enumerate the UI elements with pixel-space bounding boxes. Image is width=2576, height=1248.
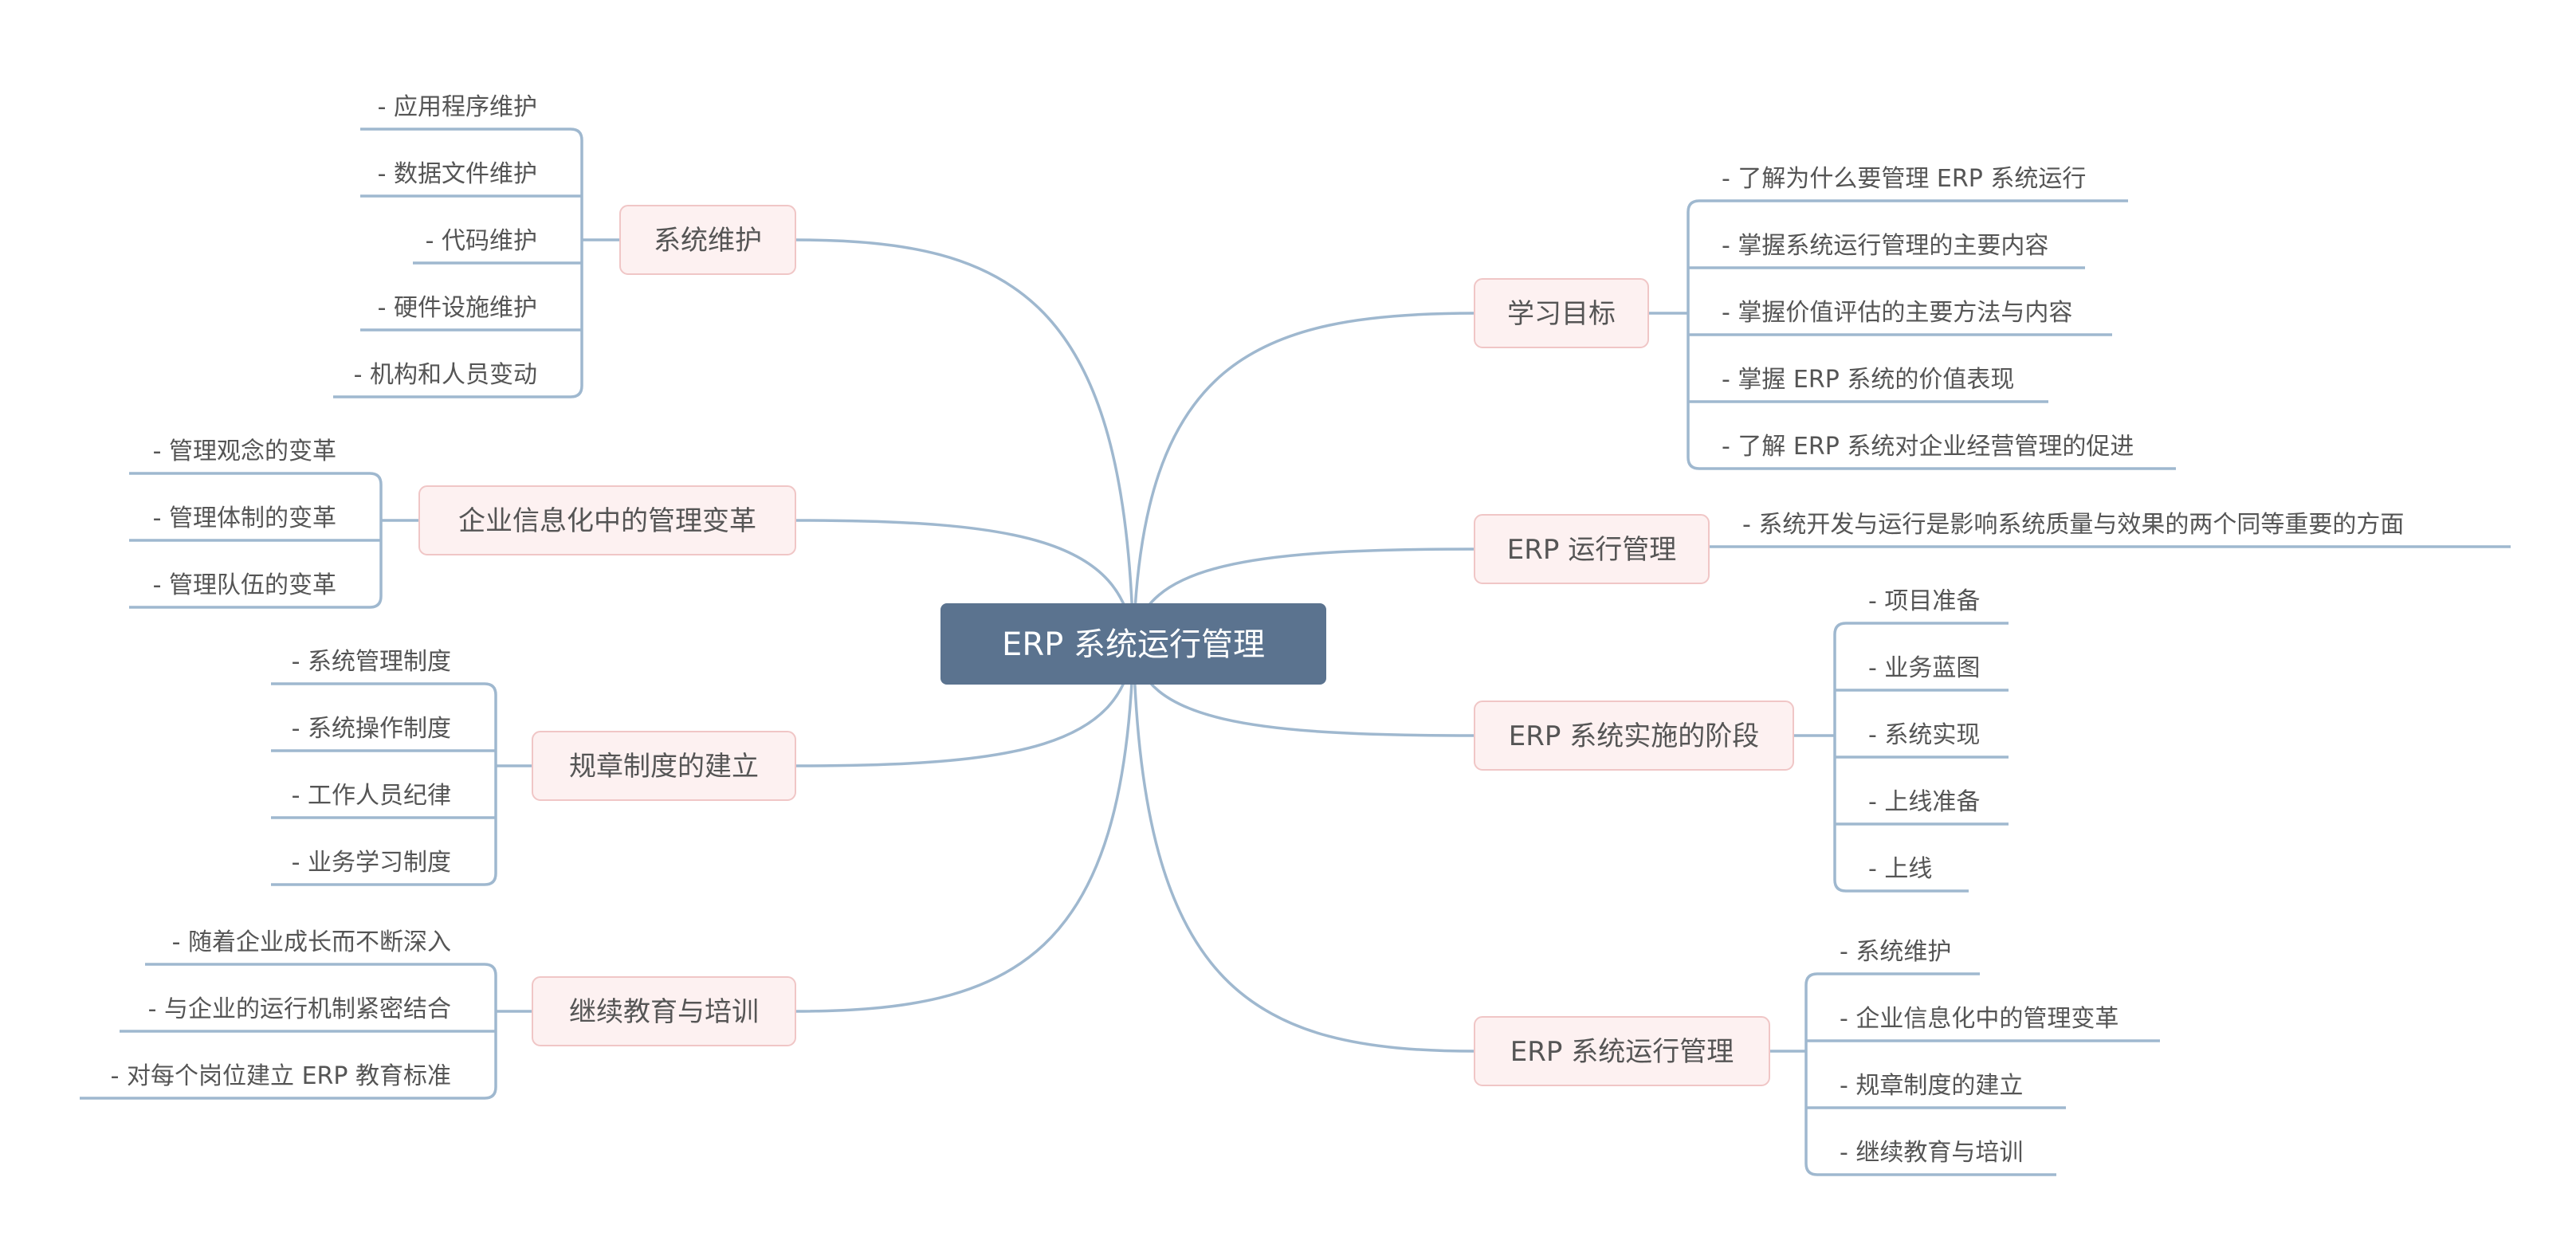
leaf-label: - 管理队伍的变革 [153,571,336,599]
branch-box [619,205,796,275]
leaf-spine [484,682,497,886]
branch-node[interactable]: 继续教育与培训 [532,976,796,1046]
branch-node[interactable]: ERP 运行管理 [1474,514,1710,584]
branch-label: 规章制度的建立 [569,751,759,783]
leaf-label: - 掌握价值评估的主要方法与内容 [1722,299,2072,327]
branch-connector [795,238,1135,645]
branch-connector [1132,312,1475,645]
leaf-label: - 对每个岗位建立 ERP 教育标准 [111,1062,451,1090]
branch-box [1474,278,1649,348]
leaf-label: - 硬件设施维护 [378,294,537,322]
branch-node[interactable]: ERP 系统实施的阶段 [1474,701,1794,771]
leaf-label: - 业务蓝图 [1868,654,1980,682]
branch-box [1474,1016,1770,1086]
root-title: ERP 系统运行管理 [1002,626,1265,663]
branch-box [1474,701,1794,771]
leaf-label: - 代码维护 [426,227,537,255]
leaf-spine [1804,972,1818,1176]
leaf-label: - 数据文件维护 [378,160,537,188]
leaf-label: - 掌握 ERP 系统的价值表现 [1722,366,2014,394]
branch-box [532,976,796,1046]
branch-box [418,485,796,555]
branch-label: 系统维护 [654,225,762,257]
leaf-label: - 上线准备 [1868,788,1980,816]
leaf-label: - 项目准备 [1868,587,1980,615]
branch-connector [1132,643,1475,1053]
leaf-label: - 系统操作制度 [292,715,451,743]
leaf-label: - 规章制度的建立 [1840,1072,2023,1100]
root-box [940,603,1326,685]
leaf-label: - 掌握系统运行管理的主要内容 [1722,232,2048,260]
branch-label: ERP 系统运行管理 [1510,1036,1734,1068]
branch-label: 企业信息化中的管理变革 [458,505,756,537]
branch-node[interactable]: 企业信息化中的管理变革 [418,485,796,555]
branch-connector [795,643,1135,1013]
branch-box [532,731,796,801]
leaf-label: - 工作人员纪律 [292,782,451,810]
leaf-label: - 管理观念的变革 [153,438,336,465]
branch-box [1474,514,1710,584]
leaf-label: - 业务学习制度 [292,849,451,877]
branch-nodes: 学习目标 - 了解为什么要管理 ERP 系统运行 - 掌握系统运行管理的主要内容 - … [111,93,2405,1167]
branch-node[interactable]: ERP 系统运行管理 [1474,1016,1770,1086]
leaf-label: - 系统管理制度 [292,648,451,676]
root-node[interactable]: ERP 系统运行管理 [940,603,1326,685]
leaf-label: - 系统开发与运行是影响系统质量与效果的两个同等重要的方面 [1742,511,2404,539]
leaf-label: - 系统维护 [1840,938,1951,966]
leaf-label: - 管理体制的变革 [153,504,336,532]
leaf-label: - 系统实现 [1868,721,1980,749]
leaf-label: - 随着企业成长而不断深入 [172,928,451,956]
leaf-label: - 企业信息化中的管理变革 [1840,1005,2119,1033]
branch-node[interactable]: 系统维护 [619,205,796,275]
leaf-label: - 机构和人员变动 [354,361,537,389]
branch-label: 继续教育与培训 [569,996,759,1028]
leaf-label: - 了解为什么要管理 ERP 系统运行 [1722,165,2086,193]
leaf-label: - 上线 [1868,855,1932,883]
leaf-label: - 与企业的运行机制紧密结合 [148,995,451,1023]
branch-label: 学习目标 [1507,298,1616,330]
branch-node[interactable]: 学习目标 [1474,278,1649,348]
leaf-label: - 了解 ERP 系统对企业经营管理的促进 [1722,433,2134,461]
branch-label: ERP 系统实施的阶段 [1509,720,1759,752]
branch-node[interactable]: 规章制度的建立 [532,731,796,801]
leaf-label: - 应用程序维护 [378,93,537,121]
leaf-label: - 继续教育与培训 [1840,1139,2023,1167]
branch-label: ERP 运行管理 [1507,534,1676,566]
